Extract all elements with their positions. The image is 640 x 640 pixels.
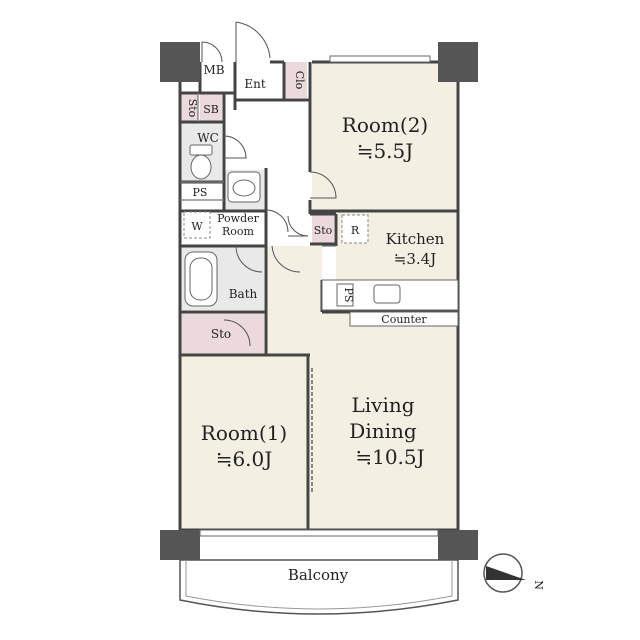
ps-label: PS — [193, 186, 208, 199]
windows — [199, 55, 439, 537]
room1-size: ≒6.0J — [216, 447, 273, 471]
column-ne — [438, 42, 478, 82]
ent-label: Ent — [244, 77, 265, 91]
kitchen-size: ≒3.4J — [394, 250, 436, 268]
sto-upper-floor — [180, 93, 198, 121]
clo-floor — [285, 62, 307, 98]
bathtub-icon — [184, 251, 218, 307]
column-se — [438, 530, 478, 560]
r-label: R — [351, 224, 360, 237]
fridge-space — [341, 214, 369, 244]
columns — [160, 42, 478, 560]
counter-label: Counter — [381, 313, 427, 326]
room1-floor — [180, 355, 308, 530]
column-nw — [160, 42, 200, 82]
sto-kitchen-floor — [312, 214, 334, 244]
compass-icon — [483, 553, 526, 593]
sb-label: SB — [203, 103, 219, 116]
doors — [201, 21, 337, 347]
compass-north-label: N — [532, 580, 545, 590]
powder-label-1: Powder — [217, 212, 260, 225]
powder-label-2: Room — [222, 225, 255, 238]
room2-size: ≒5.5J — [357, 139, 414, 163]
w-label: W — [191, 220, 203, 233]
wc-label: WC — [197, 131, 219, 145]
room1-name: Room(1) — [201, 421, 287, 445]
clo-label: Clo — [293, 71, 306, 90]
living-size: ≒10.5J — [355, 445, 424, 469]
sto-lower-floor — [180, 312, 264, 354]
counter-shelf — [349, 311, 459, 327]
washbasin-icon — [227, 171, 261, 203]
sto-upper-label: Sto — [186, 99, 199, 118]
toilet-icon — [189, 144, 213, 180]
floor-fills — [180, 62, 458, 530]
labels: Room(2) ≒5.5J Kitchen ≒3.4J Living Dinin… — [186, 63, 545, 590]
kitchen-name: Kitchen — [386, 230, 445, 248]
room2-floor — [312, 62, 458, 210]
fixtures — [183, 144, 459, 327]
washer-space — [183, 211, 211, 239]
sb-floor — [200, 93, 222, 121]
kitchen-sink-icon — [373, 284, 401, 304]
ps-kitchen-box — [336, 283, 354, 307]
bath-label: Bath — [229, 287, 258, 301]
ps-kitchen-label: PS — [342, 288, 355, 303]
balcony — [179, 559, 459, 615]
sto-kitchen-label: Sto — [314, 224, 333, 237]
dining-name: Dining — [349, 419, 417, 443]
balcony-label: Balcony — [288, 566, 349, 584]
sto-lower-label: Sto — [211, 327, 231, 341]
mb-label: MB — [203, 63, 224, 77]
living-name: Living — [351, 393, 414, 417]
room2-name: Room(2) — [342, 113, 428, 137]
column-sw — [160, 530, 200, 560]
partitions — [180, 93, 336, 247]
